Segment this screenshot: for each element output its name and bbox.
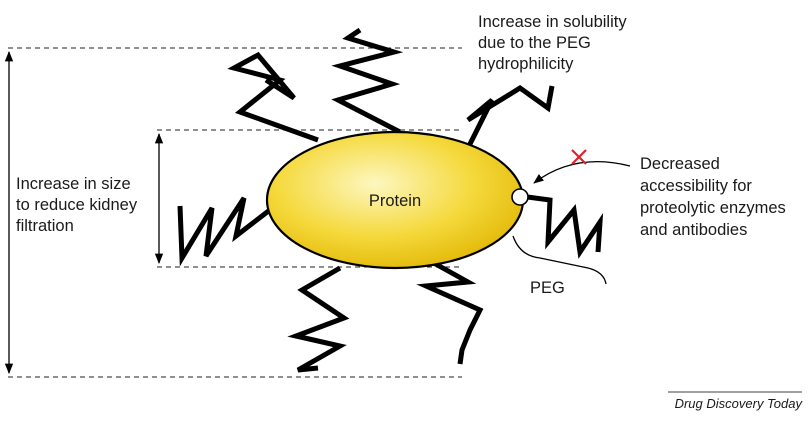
size-text-line-1: Increase in size <box>16 175 131 193</box>
peg-chain-top-right <box>459 85 555 162</box>
peg-chain-right <box>519 193 604 259</box>
size-text-line-2: to reduce kidney <box>16 196 138 214</box>
blocked-access-arrow <box>533 161 631 184</box>
peg-chain-bottom-right <box>416 259 484 365</box>
size-text-line-3: filtration <box>16 217 74 235</box>
access-text-line-1: Decreased <box>640 155 720 173</box>
peg-bracket <box>512 235 607 285</box>
peg-chain-left <box>177 196 277 267</box>
peg-chain-bottom-left <box>287 265 350 373</box>
blocked-x-icon <box>571 149 587 165</box>
credit-text: Drug Discovery Today <box>675 396 804 411</box>
solubility-text-line-3: hydrophilicity <box>478 55 574 73</box>
peg-chain-top-left <box>227 51 319 143</box>
peg-chain-top-center <box>331 27 404 135</box>
access-text-line-2: accessibility for <box>640 177 752 195</box>
solubility-text-line-1: Increase in solubility <box>478 13 627 31</box>
peg-label: PEG <box>530 279 565 297</box>
solubility-text-line-2: due to the PEG <box>478 34 591 52</box>
access-text-line-3: proteolytic enzymes <box>640 199 786 217</box>
active-site-notch <box>511 188 529 206</box>
protein-label: Protein <box>369 192 421 210</box>
access-text-line-4: and antibodies <box>640 221 747 239</box>
